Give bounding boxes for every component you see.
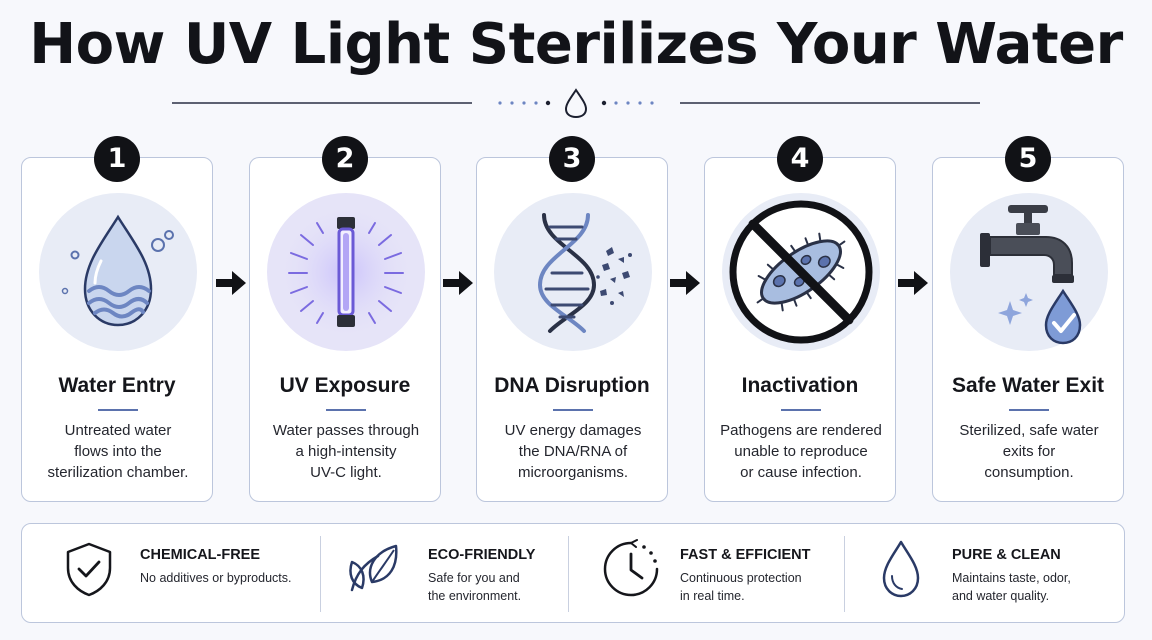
arrow-right-icon [443, 271, 473, 295]
benefit-description: No additives or byproducts. [140, 571, 292, 585]
step-illustration [494, 193, 652, 351]
page-title: How UV Light Sterilizes Your Water [29, 12, 1123, 77]
step-number-badge: 1 [94, 136, 140, 182]
benefit-separator [568, 536, 569, 612]
benefit-separator [844, 536, 845, 612]
arrow-right-icon [898, 271, 928, 295]
title-drop-icon [564, 88, 588, 118]
shield-check-icon [66, 542, 112, 597]
benefit-title: ECO-FRIENDLY [428, 547, 536, 563]
benefits-bar: CHEMICAL-FREE No additives or byproducts… [21, 523, 1125, 623]
benefit-pure-clean: PURE & CLEAN Maintains taste, odor,and w… [870, 524, 1110, 624]
step-number-badge: 4 [777, 136, 823, 182]
clock-icon [603, 539, 659, 597]
step-title-underline [326, 409, 366, 411]
step-illustration [722, 193, 880, 351]
sparkle-icon [1019, 293, 1033, 307]
uv-lamp-icon [276, 202, 416, 342]
step-title-underline [1009, 409, 1049, 411]
step-title: Safe Water Exit [951, 374, 1105, 397]
benefit-title: PURE & CLEAN [952, 547, 1061, 563]
sparkle-icon [998, 301, 1022, 325]
leaf-icon [349, 544, 398, 592]
step-title: Water Entry [58, 374, 176, 397]
benefit-chemical-free: CHEMICAL-FREE No additives or byproducts… [58, 524, 328, 624]
benefit-separator [320, 536, 321, 612]
step-title-underline [553, 409, 593, 411]
step-illustration [267, 193, 425, 351]
step-title-underline [781, 409, 821, 411]
no-bacteria-icon [729, 200, 873, 344]
faucet-icon [980, 205, 1082, 345]
step-number-badge: 3 [549, 136, 595, 182]
title-divider [172, 88, 980, 118]
step-title: Inactivation [741, 374, 859, 397]
benefit-description: Maintains taste, odor,and water quality. [952, 571, 1071, 603]
water-drop-icon [61, 214, 174, 327]
dna-icon [537, 213, 632, 333]
step-title: UV Exposure [279, 374, 411, 397]
step-title: DNA Disruption [494, 374, 650, 397]
benefit-title: FAST & EFFICIENT [680, 547, 811, 563]
step-illustration [39, 193, 197, 351]
step-title-underline [98, 409, 138, 411]
droplet-icon [882, 540, 920, 598]
step-illustration [950, 193, 1108, 351]
arrow-right-icon [216, 271, 246, 295]
arrow-right-icon [670, 271, 700, 295]
benefit-title: CHEMICAL-FREE [140, 547, 261, 563]
step-number-badge: 5 [1005, 136, 1051, 182]
step-number-badge: 2 [322, 136, 368, 182]
